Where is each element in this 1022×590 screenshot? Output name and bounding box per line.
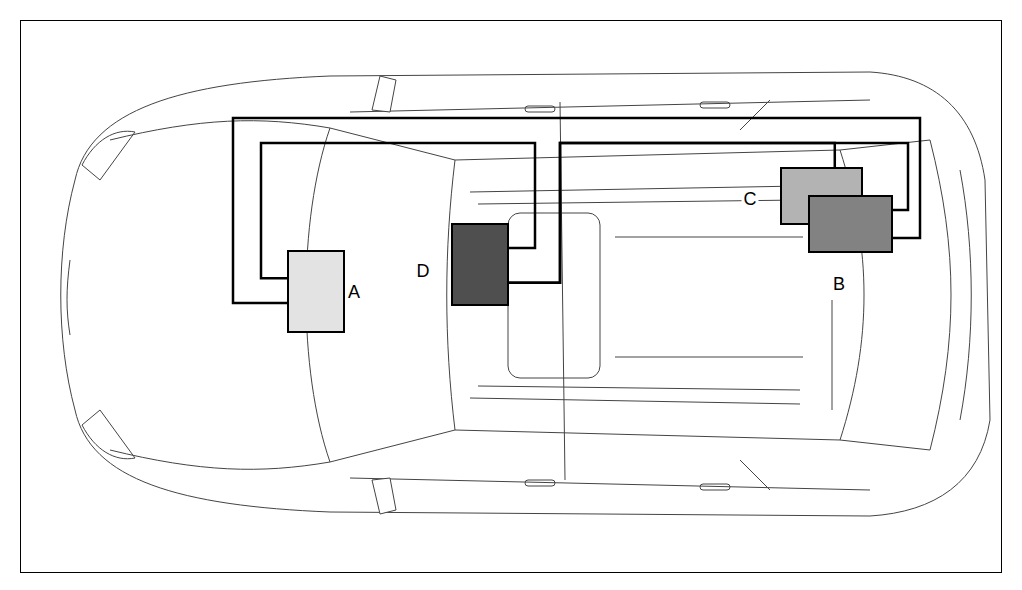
module-box: D [451,223,509,306]
wire [509,143,908,283]
part-label: A [346,282,362,303]
part-label: C [742,189,759,210]
module-box: A [287,250,345,333]
part-label: D [415,261,432,282]
module-box: B [808,195,893,253]
part-label: B [831,274,847,295]
